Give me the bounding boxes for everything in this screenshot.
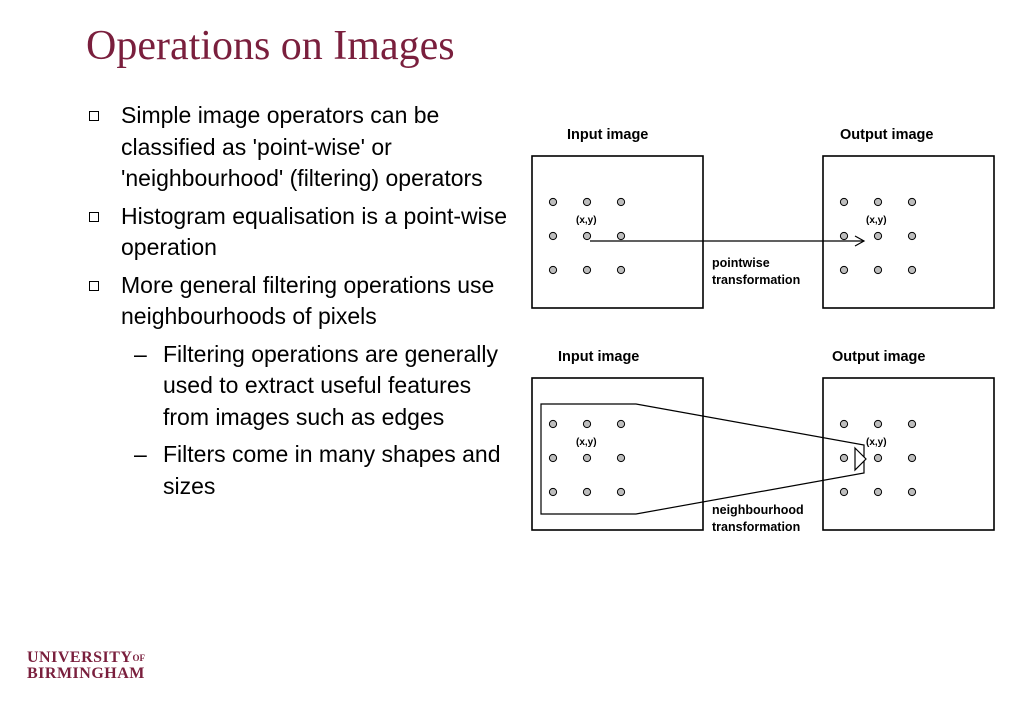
pixel-dot: [839, 453, 849, 463]
pixel-dot: [582, 419, 592, 429]
pixel-dot: [873, 231, 883, 241]
pixel-dot: [907, 419, 917, 429]
input-image-label: Input image: [567, 127, 648, 143]
square-bullet-icon: [89, 280, 99, 291]
pixel-dot: [548, 487, 558, 497]
pixel-dot: [548, 453, 558, 463]
pixel-dot: [907, 231, 917, 241]
bullet-text: More general filtering operations use ne…: [121, 271, 495, 330]
output-image-frame: [822, 377, 995, 531]
pixel-dot: [582, 197, 592, 207]
output-pixel-grid: [839, 419, 917, 497]
pixel-dot: [907, 487, 917, 497]
pixel-dot: [907, 453, 917, 463]
input-image-frame: [531, 377, 704, 531]
bullet-text: Histogram equalisation is a point-wise o…: [121, 202, 508, 261]
page-title: Operations on Images: [86, 23, 455, 69]
input-image-frame: [531, 155, 704, 309]
logo-line: UNIVERSITY: [27, 649, 133, 666]
input-image-label: Input image: [558, 349, 639, 365]
output-image-label: Output image: [840, 127, 933, 143]
caption-line: transformation: [712, 273, 800, 287]
input-pixel-label: (x,y): [576, 437, 597, 448]
dash-bullet-icon: –: [134, 441, 147, 467]
pixel-dot: [839, 231, 849, 241]
bullet-text: Simple image operators can be classified…: [121, 102, 483, 191]
sub-bullet-item: – Filters come in many shapes and sizes: [121, 439, 508, 502]
pixel-dot: [548, 419, 558, 429]
pixel-dot: [616, 453, 626, 463]
caption-line: pointwise: [712, 256, 770, 270]
pixel-dot: [548, 197, 558, 207]
caption-line: neighbourhood: [712, 503, 804, 517]
bullet-item: More general filtering operations use ne…: [88, 270, 508, 503]
sub-bullet-item: – Filtering operations are generally use…: [121, 339, 508, 434]
pixel-dot: [839, 487, 849, 497]
input-pixel-label: (x,y): [576, 215, 597, 226]
pixel-dot: [907, 197, 917, 207]
output-pixel-label: (x,y): [866, 437, 887, 448]
arrowhead-icon: [854, 446, 867, 472]
pixel-dot: [873, 453, 883, 463]
pixel-dot: [616, 231, 626, 241]
output-image-frame: [822, 155, 995, 309]
pixel-dot: [839, 419, 849, 429]
pixel-dot: [582, 231, 592, 241]
square-bullet-icon: [89, 211, 99, 222]
pixel-dot: [907, 265, 917, 275]
sub-bullet-text: Filters come in many shapes and sizes: [163, 441, 501, 499]
pixel-dot: [582, 487, 592, 497]
pixel-dot: [582, 453, 592, 463]
pixel-dot: [873, 487, 883, 497]
bullet-list: Simple image operators can be classified…: [88, 100, 508, 508]
pixel-dot: [616, 487, 626, 497]
square-bullet-icon: [89, 111, 99, 121]
pixel-dot: [582, 265, 592, 275]
bullet-item: Simple image operators can be classified…: [88, 100, 508, 195]
pixel-dot: [839, 197, 849, 207]
pixel-dot: [548, 231, 558, 241]
output-pixel-label: (x,y): [866, 215, 887, 226]
pixel-dot: [873, 197, 883, 207]
input-pixel-grid: [548, 419, 626, 497]
logo-of: OF: [132, 653, 145, 663]
neighbourhood-funnel: [540, 403, 865, 515]
output-pixel-grid: [839, 197, 917, 275]
caption-line: transformation: [712, 520, 800, 534]
neighbourhood-diagram: Input image Output image (x,y) (x,y) nei…: [531, 349, 995, 534]
pixel-dot: [839, 265, 849, 275]
pixel-dot: [616, 197, 626, 207]
pointwise-diagram: Input image Output image (x,y) (x,y) poi…: [531, 127, 995, 309]
sub-bullet-text: Filtering operations are generally used …: [163, 340, 498, 430]
dash-bullet-icon: –: [134, 340, 147, 367]
sub-bullet-list: – Filtering operations are generally use…: [121, 339, 508, 503]
logo-line: BIRMINGHAM: [27, 665, 145, 682]
pixel-dot: [616, 419, 626, 429]
pixel-dot: [873, 265, 883, 275]
input-pixel-grid: [548, 197, 626, 275]
university-logo: UNIVERSITYOF BIRMINGHAM: [27, 650, 145, 682]
output-image-label: Output image: [832, 349, 925, 365]
pixel-dot: [873, 419, 883, 429]
pixel-dot: [548, 265, 558, 275]
bullet-item: Histogram equalisation is a point-wise o…: [88, 201, 508, 264]
pixel-dot: [616, 265, 626, 275]
